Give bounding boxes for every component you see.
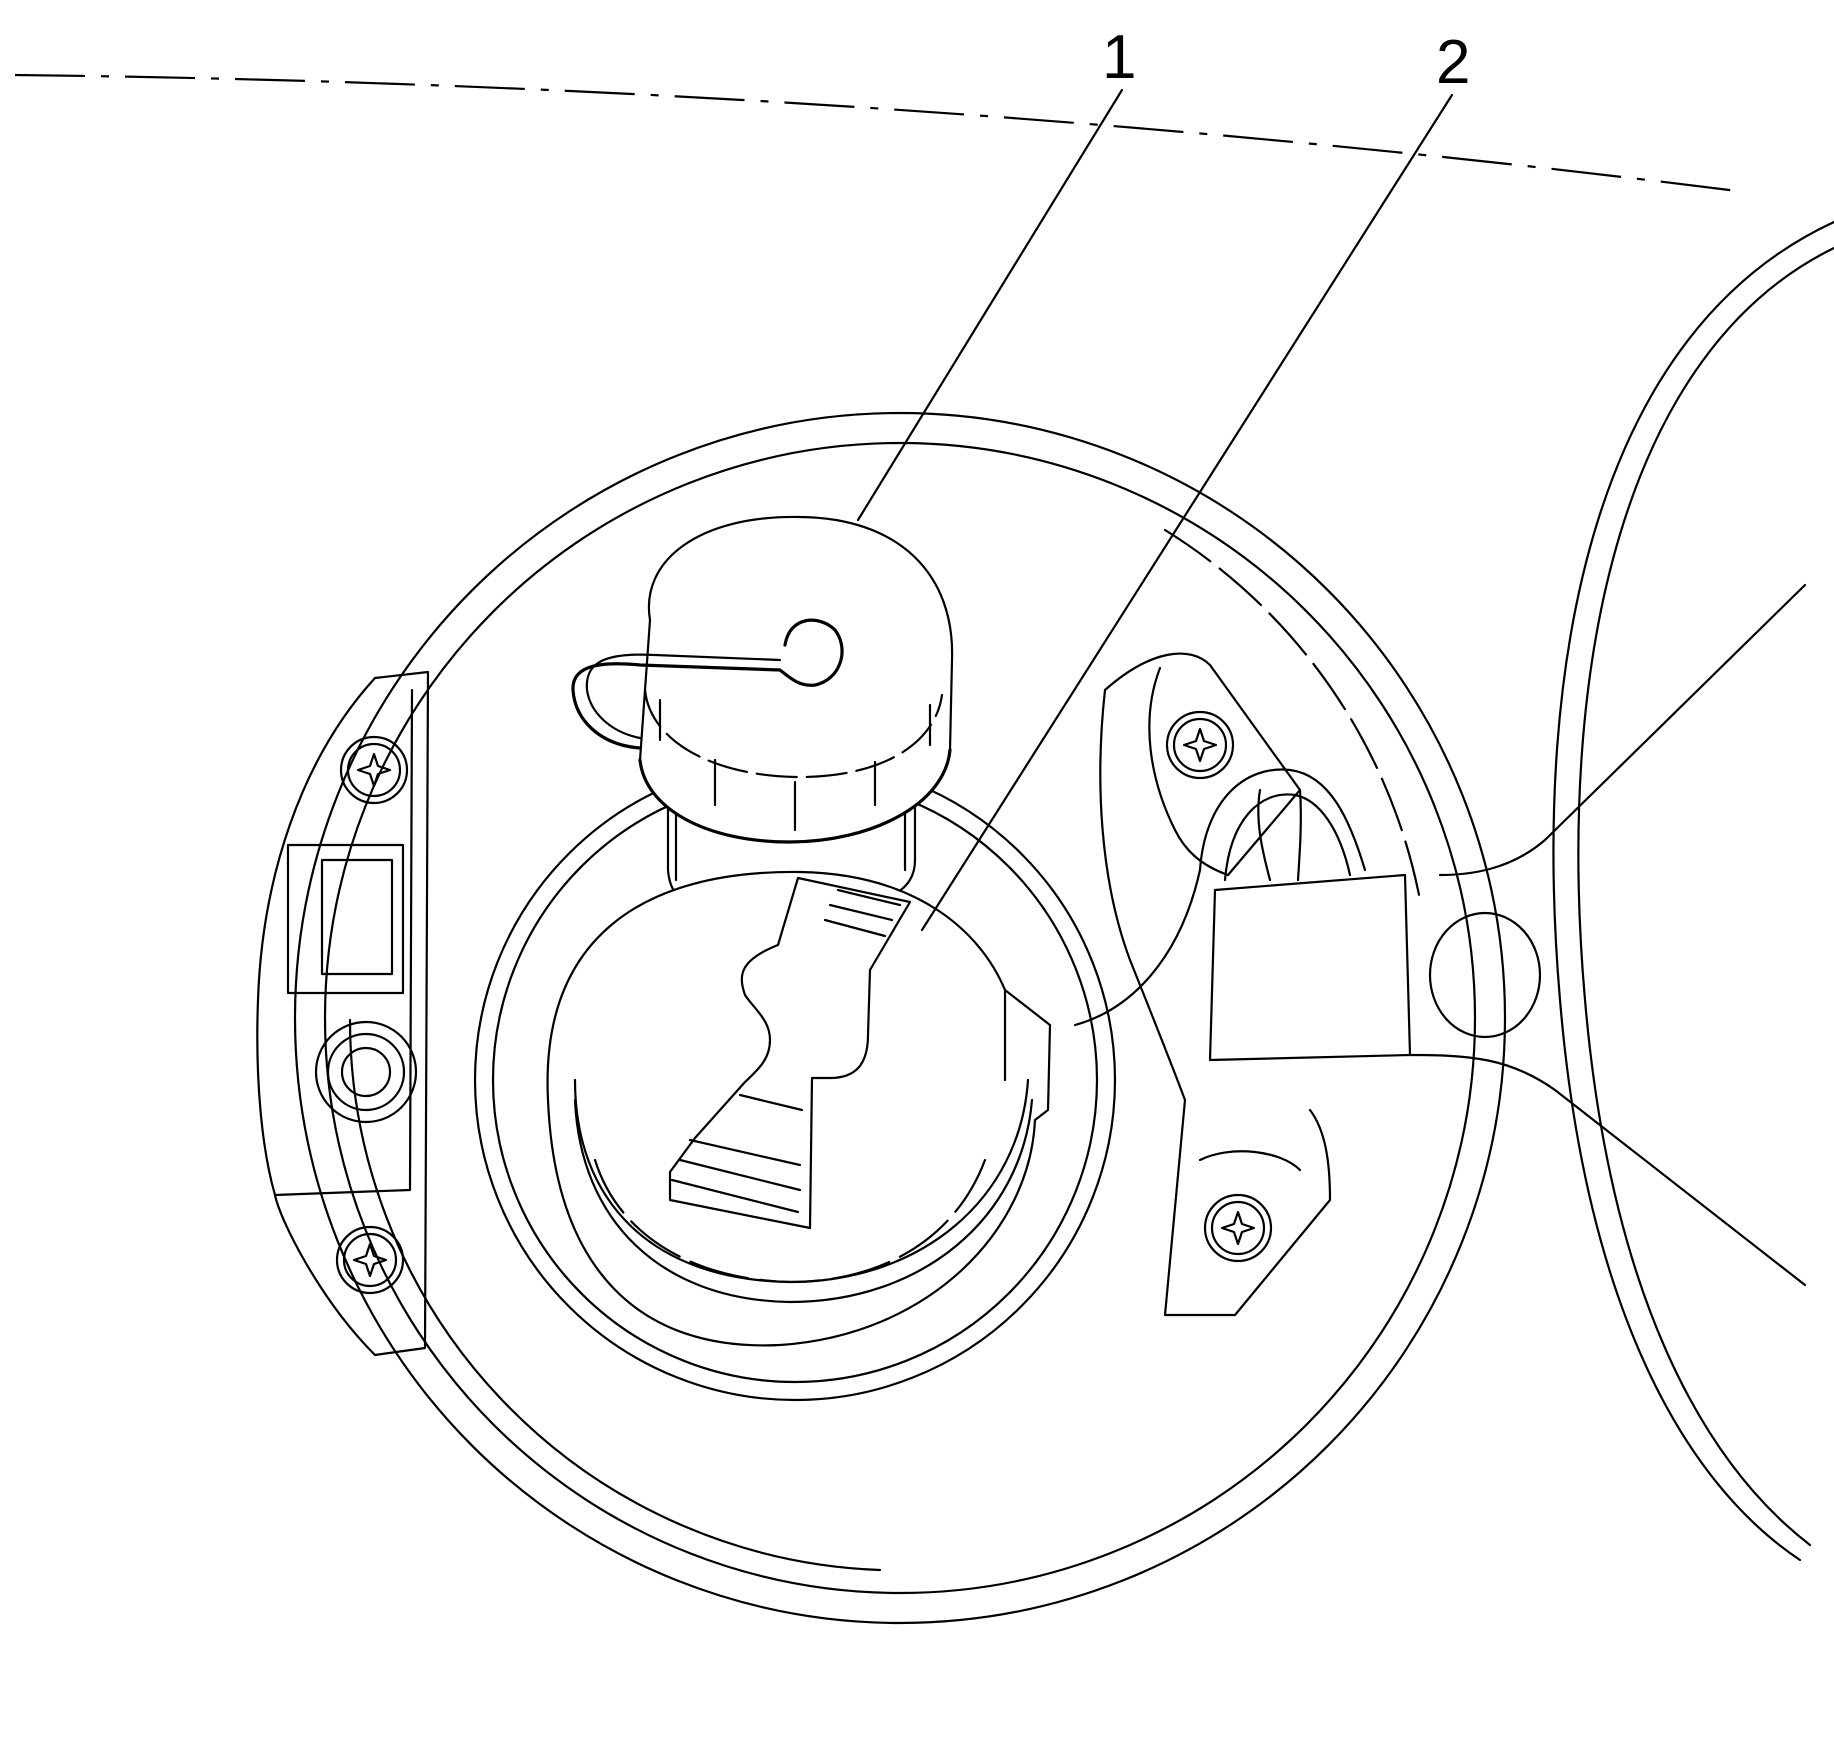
phillips-screw-icon	[1203, 1193, 1273, 1263]
sensor-housing	[286, 843, 405, 995]
flapper-hatching	[670, 888, 902, 1214]
phillips-screw-icon	[339, 735, 409, 805]
filler-pocket-rings	[293, 411, 1507, 1625]
body-contour-line	[14, 73, 1746, 194]
callout-1-label: 1	[1102, 23, 1136, 92]
grommet	[314, 1020, 418, 1124]
left-mounting-bracket	[256, 670, 430, 1357]
phillips-screw-icon	[335, 1225, 405, 1295]
right-mounting-bracket	[1099, 652, 1332, 1317]
callout-1-leader	[856, 88, 1124, 522]
callout-2-leader	[920, 93, 1454, 932]
callout-2-label: 2	[1436, 28, 1470, 97]
fuel-filler-neck	[546, 870, 1052, 1347]
hinge-pivot	[1428, 911, 1542, 1039]
cap-grip-ribs	[658, 698, 932, 832]
fuel-door-hinge	[1073, 583, 1807, 1287]
fuel-fill-cap	[571, 515, 954, 917]
body-panel-arcs	[1552, 220, 1834, 1562]
phillips-screw-icon	[1165, 710, 1235, 780]
callout-leaders	[856, 88, 1454, 932]
